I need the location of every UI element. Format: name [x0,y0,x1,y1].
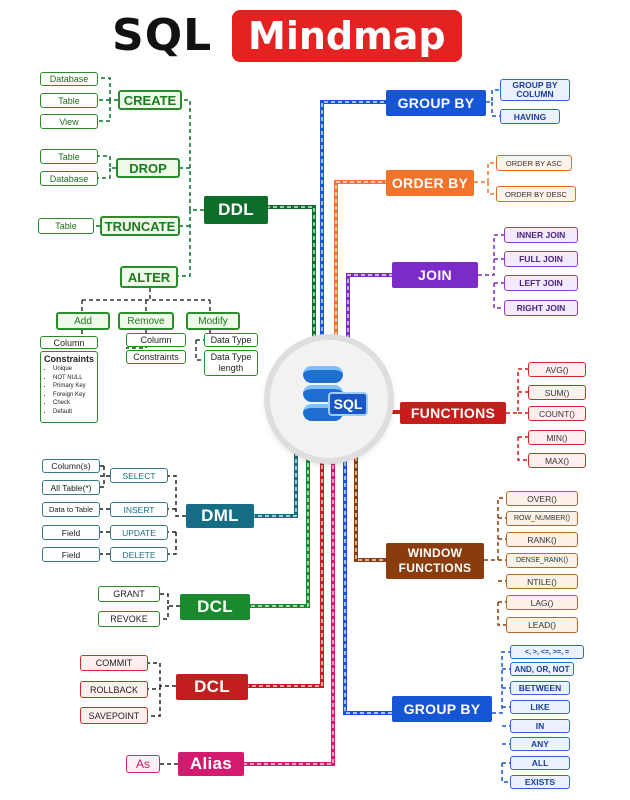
exists-leaf[interactable]: EXISTS [510,775,570,789]
select-columns-leaf[interactable]: Column(s) [42,459,100,473]
avg-function-leaf[interactable]: AVG() [528,362,586,377]
in-leaf[interactable]: IN [510,719,570,733]
count-function-leaf[interactable]: COUNT() [528,406,586,421]
savepoint-leaf[interactable]: SAVEPOINT [80,707,148,724]
dcl-transactions-node[interactable]: DCL [176,674,248,700]
row-number-leaf[interactable]: ROW_NUMBER() [506,511,578,526]
min-function-leaf[interactable]: MIN() [528,430,586,445]
window-functions-node[interactable]: WINDOW FUNCTIONS [386,543,484,579]
any-leaf[interactable]: ANY [510,737,570,751]
logical-operators-leaf[interactable]: AND, OR, NOT [510,662,574,676]
dml-node[interactable]: DML [186,504,254,528]
commit-leaf[interactable]: COMMIT [80,655,148,671]
alter-modify-node[interactable]: Modify [186,312,240,330]
constraint-item: NOT NULL [53,374,94,383]
functions-node[interactable]: FUNCTIONS [400,402,506,424]
drop-table-leaf[interactable]: Table [40,149,98,164]
order-by-asc-leaf[interactable]: ORDER BY ASC [496,155,572,171]
sql-hub-icon: SQL [270,340,388,458]
constraints-list: Constraints Unique NOT NULL Primary Key … [40,351,98,423]
rollback-leaf[interactable]: ROLLBACK [80,681,148,698]
left-join-leaf[interactable]: LEFT JOIN [504,275,578,291]
constraint-item: Unique [53,365,94,374]
rank-leaf[interactable]: RANK() [506,532,578,547]
ddl-node[interactable]: DDL [204,196,268,224]
alter-remove-node[interactable]: Remove [118,312,174,330]
alias-node[interactable]: Alias [178,752,244,776]
remove-column-leaf[interactable]: Column [126,333,186,347]
truncate-node[interactable]: TRUNCATE [100,216,180,236]
constraint-item: Foreign Key [53,391,94,400]
dense-rank-leaf[interactable]: DENSE_RANK() [506,553,578,568]
create-node[interactable]: CREATE [118,90,182,110]
insert-data-leaf[interactable]: Data to Table [42,502,100,517]
alter-node[interactable]: ALTER [120,266,178,288]
between-leaf[interactable]: BETWEEN [510,681,570,695]
max-function-leaf[interactable]: MAX() [528,453,586,468]
modify-datatype-length-leaf[interactable]: Data Type length [204,350,258,376]
grant-leaf[interactable]: GRANT [98,586,160,602]
join-node[interactable]: JOIN [392,262,478,288]
alter-add-node[interactable]: Add [56,312,110,330]
order-by-node[interactable]: ORDER BY [386,170,474,196]
create-database-leaf[interactable]: Database [40,72,98,86]
drop-node[interactable]: DROP [116,158,180,178]
having-leaf[interactable]: HAVING [500,109,560,124]
update-node[interactable]: UPDATE [110,525,168,540]
truncate-table-leaf[interactable]: Table [38,218,94,234]
full-join-leaf[interactable]: FULL JOIN [504,251,578,267]
ntile-leaf[interactable]: NTILE() [506,574,578,589]
sum-function-leaf[interactable]: SUM() [528,385,586,400]
lead-leaf[interactable]: LEAD() [506,617,578,633]
like-leaf[interactable]: LIKE [510,700,570,714]
drop-database-leaf[interactable]: Database [40,171,98,186]
constraint-item: Check [53,399,94,408]
add-column-leaf[interactable]: Column [40,336,98,349]
group-by-bottom-node[interactable]: GROUP BY [392,696,492,722]
delete-node[interactable]: DELETE [110,547,168,562]
group-by-column-leaf[interactable]: GROUP BY COLUMN [500,79,570,101]
group-by-top-node[interactable]: GROUP BY [386,90,486,116]
title-sql: SQL [112,10,213,61]
constraints-heading: Constraints [44,354,95,364]
update-field-leaf[interactable]: Field [42,525,100,540]
delete-field-leaf[interactable]: Field [42,547,100,562]
modify-datatype-leaf[interactable]: Data Type [204,333,258,347]
create-table-leaf[interactable]: Table [40,93,98,108]
create-view-leaf[interactable]: View [40,114,98,129]
lag-leaf[interactable]: LAG() [506,595,578,610]
constraint-item: Primary Key [53,382,94,391]
insert-node[interactable]: INSERT [110,502,168,517]
comparison-operators-leaf[interactable]: <, >, <=, >=, = [510,645,584,659]
remove-constraints-leaf[interactable]: Constraints [126,350,186,364]
order-by-desc-leaf[interactable]: ORDER BY DESC [496,186,576,202]
inner-join-leaf[interactable]: INNER JOIN [504,227,578,243]
right-join-leaf[interactable]: RIGHT JOIN [504,300,578,316]
database-icon-disk [303,366,343,383]
sql-badge: SQL [328,392,368,416]
title-mindmap: Mindmap [232,10,462,62]
revoke-leaf[interactable]: REVOKE [98,611,160,627]
select-all-leaf[interactable]: All Table(*) [42,480,100,495]
select-node[interactable]: SELECT [110,468,168,483]
over-leaf[interactable]: OVER() [506,491,578,506]
as-leaf[interactable]: As [126,755,160,773]
constraint-item: Default [53,408,94,417]
all-leaf[interactable]: ALL [510,756,570,770]
dcl-permissions-node[interactable]: DCL [180,594,250,620]
